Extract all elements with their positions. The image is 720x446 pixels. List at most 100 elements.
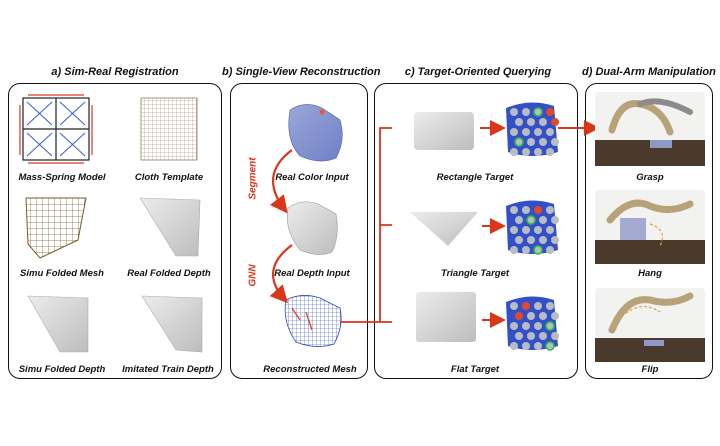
graph-node — [534, 302, 542, 310]
graph-node — [539, 332, 547, 340]
graph-node — [510, 206, 518, 214]
graph-node — [534, 206, 542, 214]
panel-a-title: a) Sim-Real Registration — [51, 66, 179, 78]
graph-node — [522, 108, 530, 116]
graph-node — [510, 108, 518, 116]
graph-node — [527, 312, 535, 320]
graph-node — [522, 322, 530, 330]
segment-arrow — [269, 149, 293, 214]
graph-node — [510, 302, 518, 310]
panel-b-title: b) Single-View Reconstruction — [222, 66, 381, 78]
graph-node — [522, 206, 530, 214]
graph-node — [533, 245, 543, 255]
flat-target-figure — [416, 292, 476, 342]
mesh-highlight — [291, 307, 313, 331]
graph-node — [546, 206, 554, 214]
b-to-c-connector — [340, 127, 392, 323]
rectangle-target-figure — [414, 112, 474, 150]
graph-node — [526, 215, 536, 225]
graph-node — [522, 226, 530, 234]
graph-node — [539, 216, 547, 224]
graph-node — [551, 332, 559, 340]
flat-query-graph — [506, 296, 559, 351]
graph-node — [546, 302, 554, 310]
mass-spring-model-figure — [19, 94, 93, 164]
graph-node — [551, 216, 559, 224]
simu-folded-mesh-figure — [25, 197, 87, 259]
graph-node — [522, 302, 530, 310]
hang-photo — [595, 190, 705, 264]
graph-node — [546, 226, 554, 234]
segment-label: Segment — [247, 157, 259, 200]
caption-real-color-input: Real Color Input — [275, 172, 349, 183]
grasp-photo — [595, 92, 705, 166]
caption-simu-folded-depth: Simu Folded Depth — [18, 364, 106, 375]
graph-node — [534, 226, 542, 234]
reconstructed-mesh-figure — [284, 295, 342, 347]
graph-node — [551, 138, 559, 146]
graph-node — [514, 137, 524, 147]
graph-node — [539, 236, 547, 244]
real-color-input-figure — [288, 104, 343, 162]
caption-triangle-target: Triangle Target — [440, 268, 510, 279]
flip-photo — [595, 288, 705, 362]
color-marker-dot — [319, 109, 325, 115]
graph-node — [527, 118, 535, 126]
caption-real-folded-depth: Real Folded Depth — [127, 268, 211, 279]
caption-cloth-template: Cloth Template — [134, 172, 204, 183]
graph-node — [515, 236, 523, 244]
graph-node — [551, 118, 559, 126]
graph-node — [510, 322, 518, 330]
real-folded-depth-figure — [139, 197, 201, 257]
caption-reconstructed-mesh: Reconstructed Mesh — [263, 364, 357, 375]
triangle-target-figure — [410, 212, 478, 246]
caption-mass-spring-model: Mass-Spring Model — [18, 172, 106, 183]
rectangle-query-graph — [506, 102, 559, 156]
gnn-arrow — [269, 244, 293, 304]
graph-node — [534, 148, 542, 156]
graph-node — [534, 342, 542, 350]
graph-node — [515, 118, 523, 126]
graph-node — [515, 312, 523, 320]
graph-node — [510, 148, 518, 156]
panel-c-title: c) Target-Oriented Querying — [404, 66, 552, 78]
graph-node — [510, 246, 518, 254]
graph-node — [522, 342, 530, 350]
graph-node — [551, 236, 559, 244]
graph-node — [546, 108, 554, 116]
caption-imitated-train-depth: Imitated Train Depth — [122, 364, 214, 375]
graph-node — [539, 138, 547, 146]
real-depth-input-figure — [286, 201, 338, 255]
graph-node — [522, 246, 530, 254]
graph-node — [539, 118, 547, 126]
caption-rectangle-target: Rectangle Target — [436, 172, 514, 183]
caption-grasp: Grasp — [636, 172, 664, 183]
graph-node — [551, 312, 559, 320]
graph-node — [515, 332, 523, 340]
graph-node — [510, 226, 518, 234]
imitated-train-depth-figure — [141, 295, 203, 353]
triangle-query-graph — [506, 200, 559, 255]
graph-node — [515, 216, 523, 224]
caption-simu-folded-mesh: Simu Folded Mesh — [20, 268, 104, 279]
graph-node — [510, 128, 518, 136]
graph-node — [527, 332, 535, 340]
caption-flip: Flip — [641, 364, 659, 375]
gnn-label: GNN — [247, 264, 259, 287]
graph-node — [522, 148, 530, 156]
graph-node — [539, 312, 547, 320]
caption-flat-target: Flat Target — [450, 364, 500, 375]
caption-hang: Hang — [638, 268, 662, 279]
graph-node — [522, 128, 530, 136]
graph-node — [546, 128, 554, 136]
graph-node — [546, 246, 554, 254]
graph-node — [527, 138, 535, 146]
graph-node — [545, 321, 555, 331]
graph-node — [527, 236, 535, 244]
cloth-template-figure — [140, 97, 198, 161]
simu-folded-depth-figure — [27, 295, 89, 353]
graph-node — [545, 341, 555, 351]
panel-d-title: d) Dual-Arm Manipulation — [582, 66, 716, 78]
caption-real-depth-input: Real Depth Input — [274, 268, 350, 279]
